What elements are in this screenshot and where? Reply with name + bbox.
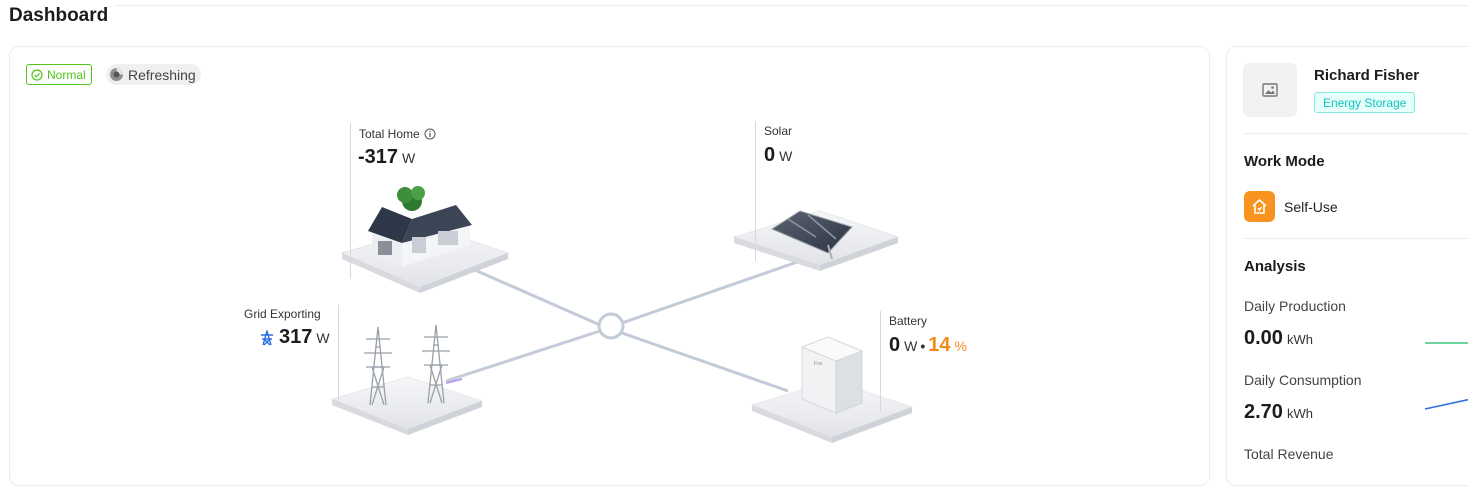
avatar[interactable] (1243, 63, 1297, 117)
info-icon[interactable] (424, 128, 436, 140)
daily-consumption-label: Daily Consumption (1244, 372, 1362, 388)
energy-flow-diagram: Fox (330, 186, 914, 443)
battery-brand-label: Fox (814, 361, 823, 367)
refresh-button[interactable]: Refreshing (106, 64, 201, 85)
status-badge-normal: Normal (26, 64, 92, 85)
status-normal-label: Normal (47, 67, 86, 82)
home-leader-line (350, 123, 351, 279)
site-info-panel: Richard Fisher Energy Storage Work Mode … (1226, 46, 1468, 486)
transmission-tower-icon (261, 329, 273, 345)
total-revenue-label: Total Revenue (1244, 446, 1334, 462)
daily-production-number: 0.00 (1244, 327, 1283, 349)
refresh-label: Refreshing (128, 66, 196, 83)
grid-power-unit: W (316, 329, 330, 346)
separator-dot: • (920, 338, 926, 354)
grid-power-number: 317 (279, 326, 313, 348)
solar-leader-line (755, 121, 756, 261)
solar-power-number: 0 (764, 144, 776, 166)
battery-soc-unit: % (954, 338, 967, 354)
house-icon (1252, 198, 1267, 214)
check-circle-icon (31, 68, 43, 81)
divider (1243, 133, 1468, 134)
home-power-number: -317 (358, 146, 399, 168)
home-power-unit: W (402, 150, 416, 166)
home-label: Total Home (359, 127, 420, 141)
battery-illustration (750, 336, 914, 443)
battery-power-unit: W (904, 338, 918, 354)
flow-lines (445, 259, 801, 393)
grid-label: Grid Exporting (244, 307, 321, 321)
daily-production-sparkline (1425, 342, 1468, 344)
grid-leader-line (338, 305, 339, 401)
solar-illustration (732, 210, 900, 271)
battery-label: Battery (889, 314, 928, 328)
mode-icon-box (1244, 191, 1275, 222)
daily-consumption-unit: kWh (1286, 406, 1313, 421)
solar-power-unit: W (779, 148, 793, 164)
divider (1243, 238, 1468, 239)
daily-consumption-sparkline (1424, 398, 1468, 410)
work-mode-value: Self-Use (1284, 199, 1338, 215)
daily-production-unit: kWh (1286, 332, 1313, 347)
home-illustration (340, 186, 510, 293)
grid-illustration (330, 324, 484, 435)
image-placeholder-icon (1262, 83, 1278, 97)
home-label-group: Total Home (359, 127, 436, 141)
battery-soc-number: 14 (928, 334, 951, 356)
solar-label: Solar (764, 124, 793, 138)
user-type-tag: Energy Storage (1314, 92, 1416, 113)
work-mode-title: Work Mode (1244, 153, 1325, 170)
flow-hub (597, 312, 625, 340)
daily-consumption-number: 2.70 (1244, 401, 1283, 423)
user-name: Richard Fisher (1314, 67, 1420, 84)
battery-leader-line (880, 311, 881, 411)
loading-icon (110, 68, 123, 81)
battery-power-number: 0 (889, 334, 901, 356)
header-divider (114, 5, 1468, 6)
daily-production-label: Daily Production (1244, 298, 1346, 314)
analysis-title: Analysis (1244, 258, 1306, 275)
page-title: Dashboard (9, 5, 109, 26)
